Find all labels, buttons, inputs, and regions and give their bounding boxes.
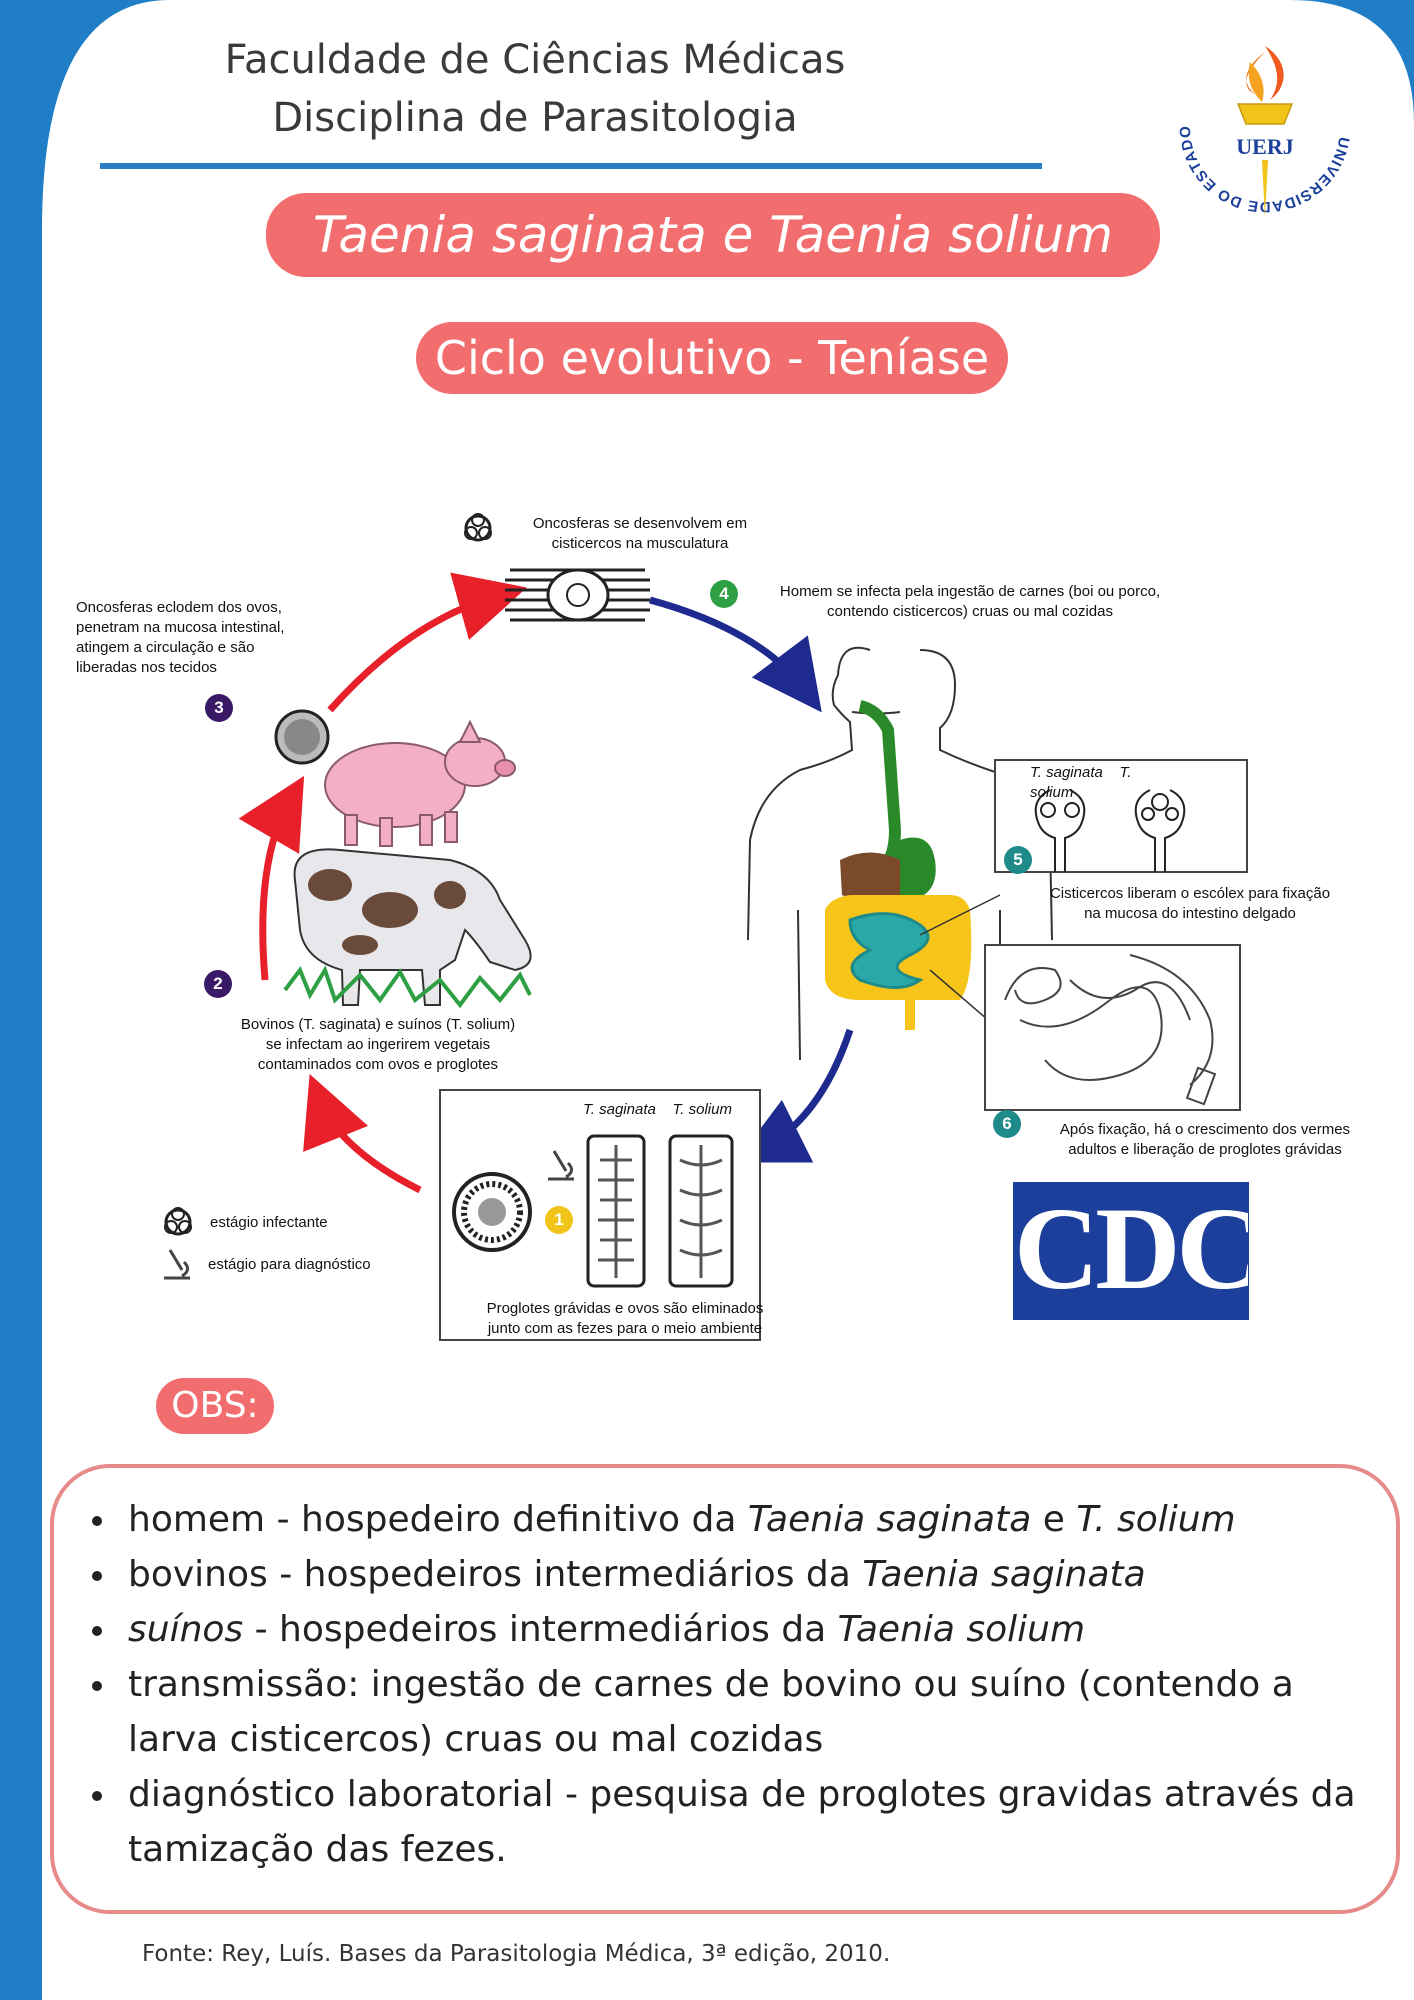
step-3-badge: 3 bbox=[205, 694, 233, 722]
note-item: transmissão: ingestão de carnes de bovin… bbox=[92, 1657, 1392, 1767]
arrow-human-to-1 bbox=[734, 1028, 854, 1163]
step-4-caption: Homem se infecta pela ingestão de carnes… bbox=[779, 583, 1161, 620]
proglottid-labels: T. saginata T. solium bbox=[583, 1101, 732, 1118]
note-item: diagnóstico laboratorial - pesquisa de p… bbox=[92, 1767, 1392, 1877]
step-2-caption: Bovinos (T. saginata) e suínos (T. soliu… bbox=[240, 1016, 516, 1073]
top-stage-caption: Oncosferas se desenvolvem em cisticercos… bbox=[532, 515, 748, 552]
pig-illustration bbox=[324, 719, 516, 847]
adult-worm-illustration bbox=[1004, 954, 1217, 1106]
arrow-3-to-top bbox=[327, 572, 527, 713]
step-4-badge: 4 bbox=[710, 580, 738, 608]
cdc-logo: CDC bbox=[1013, 1182, 1249, 1320]
egg-and-proglottid-illustration bbox=[452, 1134, 734, 1288]
step-5-caption: Cisticercos liberam o escólex para fixaç… bbox=[1049, 885, 1331, 922]
step-6-caption: Após fixação, há o crescimento dos verme… bbox=[1059, 1121, 1351, 1158]
arrow-top-to-human bbox=[649, 596, 822, 713]
step-2-badge: 2 bbox=[204, 970, 232, 998]
subtitle-banner: Ciclo evolutivo - Teníase bbox=[416, 322, 1008, 394]
step-1-badge: 1 bbox=[545, 1206, 573, 1234]
step-5-badge: 5 bbox=[1004, 846, 1032, 874]
arrow-2-to-3 bbox=[238, 775, 305, 981]
muscle-cysticercus-illustration bbox=[505, 568, 650, 622]
biohazard-icon bbox=[164, 1207, 192, 1236]
logo-name: UERJ bbox=[1236, 134, 1293, 159]
legend-infective-label: estágio infectante bbox=[210, 1214, 328, 1231]
step-1-caption: Proglotes grávidas e ovos são eliminados… bbox=[486, 1300, 764, 1337]
source-citation: Fonte: Rey, Luís. Bases da Parasitologia… bbox=[142, 1941, 891, 1967]
legend-diagnostic-label: estágio para diagnóstico bbox=[208, 1256, 371, 1273]
cow-illustration bbox=[283, 848, 532, 1009]
step-3-caption: Oncosferas eclodem dos ovos, penetram na… bbox=[76, 599, 285, 676]
header-divider bbox=[100, 163, 1042, 169]
microscope-icon bbox=[548, 1150, 574, 1181]
human-digestive-illustration bbox=[747, 646, 1053, 1061]
biohazard-icon bbox=[464, 513, 492, 542]
note-item: bovinos - hospedeiros intermediários da … bbox=[92, 1547, 1392, 1602]
notes-list: homem - hospedeiro definitivo da Taenia … bbox=[92, 1492, 1392, 1877]
microscope-icon bbox=[164, 1249, 190, 1280]
title-banner: Taenia saginata e Taenia solium bbox=[266, 193, 1160, 277]
life-cycle-diagram bbox=[164, 513, 1248, 1341]
discipline-name: Disciplina de Parasitologia bbox=[272, 95, 798, 141]
institution-name: Faculdade de Ciências Médicas bbox=[224, 37, 846, 83]
scolex-labels: T. saginata T. solium bbox=[1030, 764, 1132, 801]
scolex-illustrations bbox=[1034, 789, 1186, 872]
uerj-logo: UNIVERSIDADE DO ESTADO DO RIO DE JANEIRO… bbox=[1170, 32, 1351, 218]
note-item: homem - hospedeiro definitivo da Taenia … bbox=[92, 1492, 1392, 1547]
obs-label: OBS: bbox=[156, 1378, 274, 1434]
step-6-badge: 6 bbox=[993, 1110, 1021, 1138]
notes-box bbox=[50, 1464, 1400, 1914]
note-item: suínos - hospedeiros intermediários da T… bbox=[92, 1602, 1392, 1657]
arrow-1-to-2 bbox=[303, 1074, 422, 1194]
